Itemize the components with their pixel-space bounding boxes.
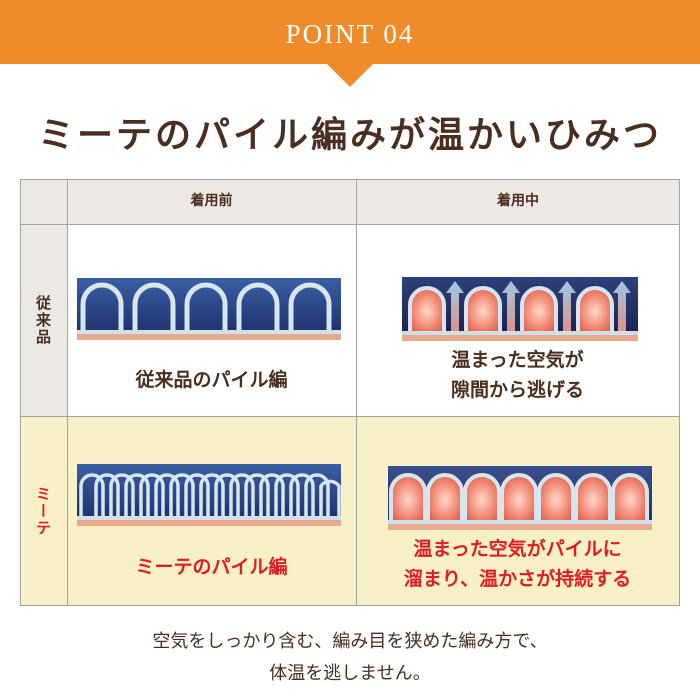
miite-during-caption-line-1: 温まった空気がパイルに — [413, 538, 622, 560]
conventional-during-caption-line-2: 隙間から逃げる — [450, 379, 584, 401]
miite-pile-cold-illustration — [77, 464, 341, 526]
miite-during-caption: 温まった空気がパイルに 溜まり、温かさが持続する — [356, 534, 679, 594]
footer-description: 空気をしっかり含む、編み目を狭めた編み方で、 体温を逃しません。 — [0, 626, 700, 690]
footer-line-1: 空気をしっかり含む、編み目を狭めた編み方で、 — [152, 631, 548, 652]
column-header-during: 着用中 — [497, 193, 539, 209]
page-title: ミーテのパイル編みが温かいひみつ — [37, 115, 662, 156]
grid-line — [20, 179, 21, 606]
miite-before-caption: ミーテのパイル編 — [135, 556, 288, 578]
point-label: POINT 04 — [285, 19, 415, 49]
conventional-pile-warm-illustration — [402, 277, 638, 341]
banner-arrow — [326, 63, 374, 87]
comparison-table: 着用前 着用中 従来品 ミーテ 従来品のパイル編 — [20, 179, 680, 606]
miite-pile-warm-illustration — [388, 466, 652, 530]
header-row — [20, 179, 680, 224]
row-header-conventional-bg — [20, 224, 67, 416]
conventional-pile-cold-illustration — [77, 278, 341, 340]
grid-line — [20, 605, 680, 606]
row-header-miite-label: ミーテ — [34, 485, 52, 537]
row-header-conventional: 従来品 — [20, 224, 67, 416]
grid-line — [356, 179, 357, 606]
grid-line — [20, 224, 680, 225]
row-header-conventional-label: 従来品 — [34, 294, 52, 346]
point-banner — [0, 0, 700, 64]
grid-line — [20, 416, 680, 417]
row-header-miite: ミーテ — [20, 416, 67, 606]
conventional-during-caption-line-1: 温まった空気が — [451, 349, 584, 371]
grid-line — [20, 179, 680, 180]
footer-line-2: 体温を逃しません。 — [269, 663, 431, 684]
grid-line — [67, 179, 68, 606]
conventional-before-caption: 従来品のパイル編 — [135, 369, 288, 391]
conventional-during-caption: 温まった空気が 隙間から逃げる — [356, 345, 679, 405]
grid-line — [679, 179, 680, 606]
miite-during-caption-line-2: 溜まり、温かさが持続する — [403, 568, 632, 590]
column-header-before: 着用前 — [190, 193, 233, 209]
